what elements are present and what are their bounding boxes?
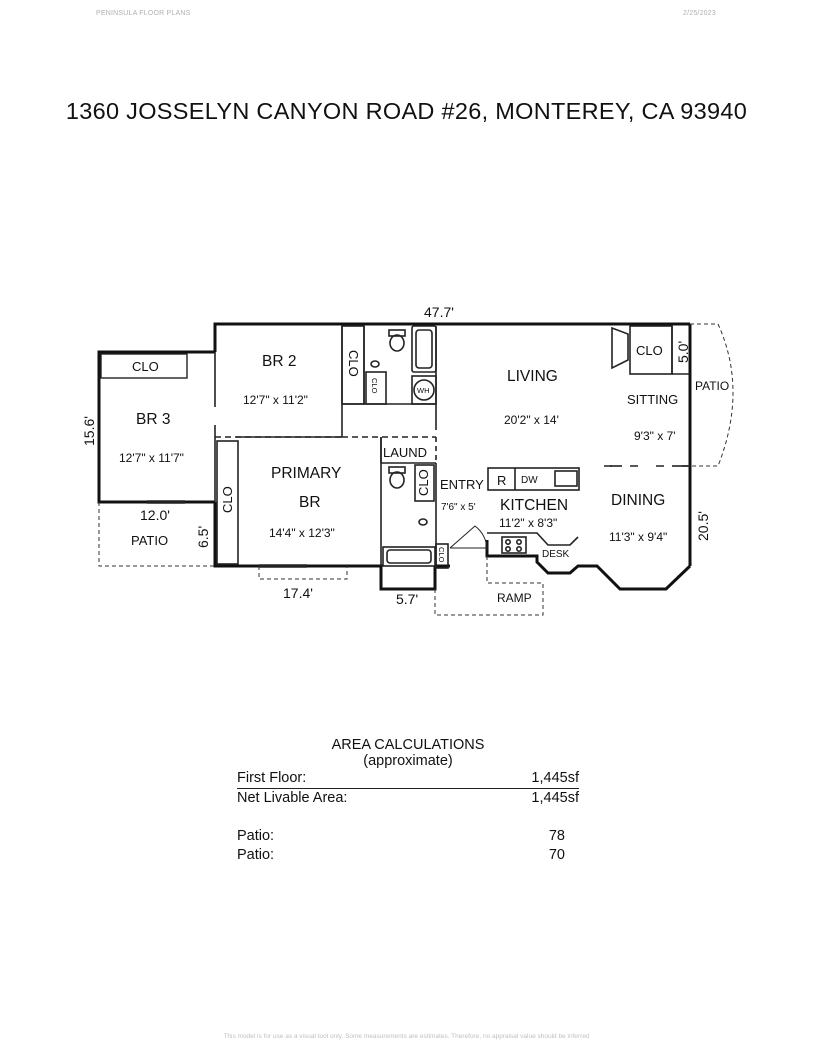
patio-row-value: 70 bbox=[548, 847, 565, 863]
room-primary-name2: BR bbox=[299, 494, 321, 511]
exterior-wall-top bbox=[213, 322, 690, 352]
patio-bottom-outline bbox=[258, 566, 348, 580]
room-sitting-size: 9'3" x 7' bbox=[634, 429, 676, 443]
dim-right: 20.5' bbox=[695, 511, 711, 541]
stove bbox=[501, 536, 527, 554]
room-primary-size: 14'4" x 12'3" bbox=[269, 526, 335, 540]
patio-row-label: Patio: bbox=[237, 847, 275, 863]
area-row-net-livable: Net Livable Area: 1,445sf bbox=[237, 789, 579, 808]
room-dining-size: 11'3" x 9'4" bbox=[609, 530, 667, 544]
toilet-2 bbox=[389, 471, 405, 489]
room-br3-name: BR 3 bbox=[136, 411, 170, 428]
room-kitchen-size: 11'2" x 8'3" bbox=[499, 516, 557, 530]
patio-left-label: PATIO bbox=[131, 533, 168, 548]
clo-br3-label: CLO bbox=[132, 359, 159, 374]
desk-label: DESK bbox=[542, 549, 570, 560]
kitchen-lower-counter bbox=[487, 532, 579, 546]
kitchen-counter bbox=[487, 467, 580, 491]
water-heater-label: WH bbox=[417, 386, 430, 395]
room-primary-name1: PRIMARY bbox=[271, 465, 341, 482]
clo-bath2-label: CLO bbox=[416, 469, 431, 496]
closet-bath1 bbox=[365, 371, 387, 405]
patio-row-value: 78 bbox=[548, 828, 565, 844]
kitchen-sink bbox=[554, 470, 578, 487]
patio-row-label: Patio: bbox=[237, 828, 275, 844]
clo-sitting-label: CLO bbox=[636, 343, 663, 358]
closet-bath2 bbox=[414, 464, 435, 502]
exterior-wall-bottom-left bbox=[213, 502, 437, 591]
area-subtitle: (approximate) bbox=[363, 753, 453, 769]
area-row-label: Net Livable Area: bbox=[237, 790, 348, 806]
dim-bottom-bath: 5.7' bbox=[396, 591, 418, 607]
closet-bath2-lower bbox=[435, 543, 449, 569]
dim-patio-width: 12.0' bbox=[140, 507, 170, 523]
clo-bath1-label: CLO bbox=[370, 378, 379, 394]
room-entry-size: 7'6" x 5' bbox=[441, 502, 476, 513]
sink-1 bbox=[370, 360, 380, 368]
ramp-outline bbox=[434, 556, 544, 616]
sink-2 bbox=[418, 518, 428, 526]
area-row-label: First Floor: bbox=[237, 770, 307, 786]
closet-br3 bbox=[100, 353, 188, 379]
dim-top: 47.7' bbox=[424, 304, 454, 320]
dim-bottom-primary: 17.4' bbox=[283, 585, 313, 601]
area-row-value: 1,445sf bbox=[531, 790, 579, 806]
room-br2-name: BR 2 bbox=[262, 353, 296, 370]
area-title: AREA CALCULATIONS bbox=[331, 737, 485, 753]
laundry-label: LAUND bbox=[383, 445, 427, 460]
room-living-size: 20'2" x 14' bbox=[504, 413, 559, 427]
clo-br2-label: CLO bbox=[346, 350, 361, 377]
dim-patio-depth: 6.5' bbox=[195, 526, 211, 548]
bathtub-2 bbox=[382, 546, 436, 567]
room-sitting-name: SITTING bbox=[627, 392, 678, 407]
clo-primary-label: CLO bbox=[220, 486, 235, 513]
fireplace bbox=[611, 326, 629, 370]
plan-date: 2/25/2023 bbox=[683, 10, 716, 17]
patio-left-outline bbox=[98, 502, 215, 567]
dim-left: 15.6' bbox=[81, 416, 97, 446]
company-name: PENINSULA FLOOR PLANS bbox=[96, 10, 191, 17]
fridge-label: R bbox=[497, 473, 506, 488]
area-calculations: AREA CALCULATIONS (approximate) First Fl… bbox=[237, 737, 579, 865]
room-dining-name: DINING bbox=[611, 492, 665, 509]
entry-door-swing bbox=[449, 525, 488, 551]
patio-right-label: PATIO bbox=[695, 379, 729, 393]
patio-right-outline bbox=[690, 323, 734, 467]
room-kitchen-name: KITCHEN bbox=[500, 497, 568, 514]
room-living-name: LIVING bbox=[507, 368, 558, 385]
room-entry-name: ENTRY bbox=[440, 477, 484, 492]
dim-patio-right: 5.0' bbox=[675, 341, 691, 363]
disclaimer-footer: This model is for use as a visual tool o… bbox=[223, 1033, 590, 1040]
closet-primary bbox=[216, 440, 239, 565]
area-row-patio-1: Patio: 78 bbox=[237, 827, 579, 846]
area-row-value: 1,445sf bbox=[531, 770, 579, 786]
area-row-patio-2: Patio: 70 bbox=[237, 846, 579, 865]
clo-bath2-lower-label: CLO bbox=[437, 547, 446, 563]
ramp-label: RAMP bbox=[497, 591, 532, 605]
dishwasher-label: DW bbox=[521, 475, 538, 486]
room-br3-size: 12'7" x 11'7" bbox=[119, 451, 184, 465]
page-title: 1360 JOSSELYN CANYON ROAD #26, MONTEREY,… bbox=[65, 98, 748, 124]
area-row-first-floor: First Floor: 1,445sf bbox=[237, 769, 579, 789]
exterior-wall-dining-bay bbox=[485, 540, 692, 591]
toilet-1 bbox=[389, 334, 405, 352]
room-br2-size: 12'7" x 11'2" bbox=[243, 393, 308, 407]
